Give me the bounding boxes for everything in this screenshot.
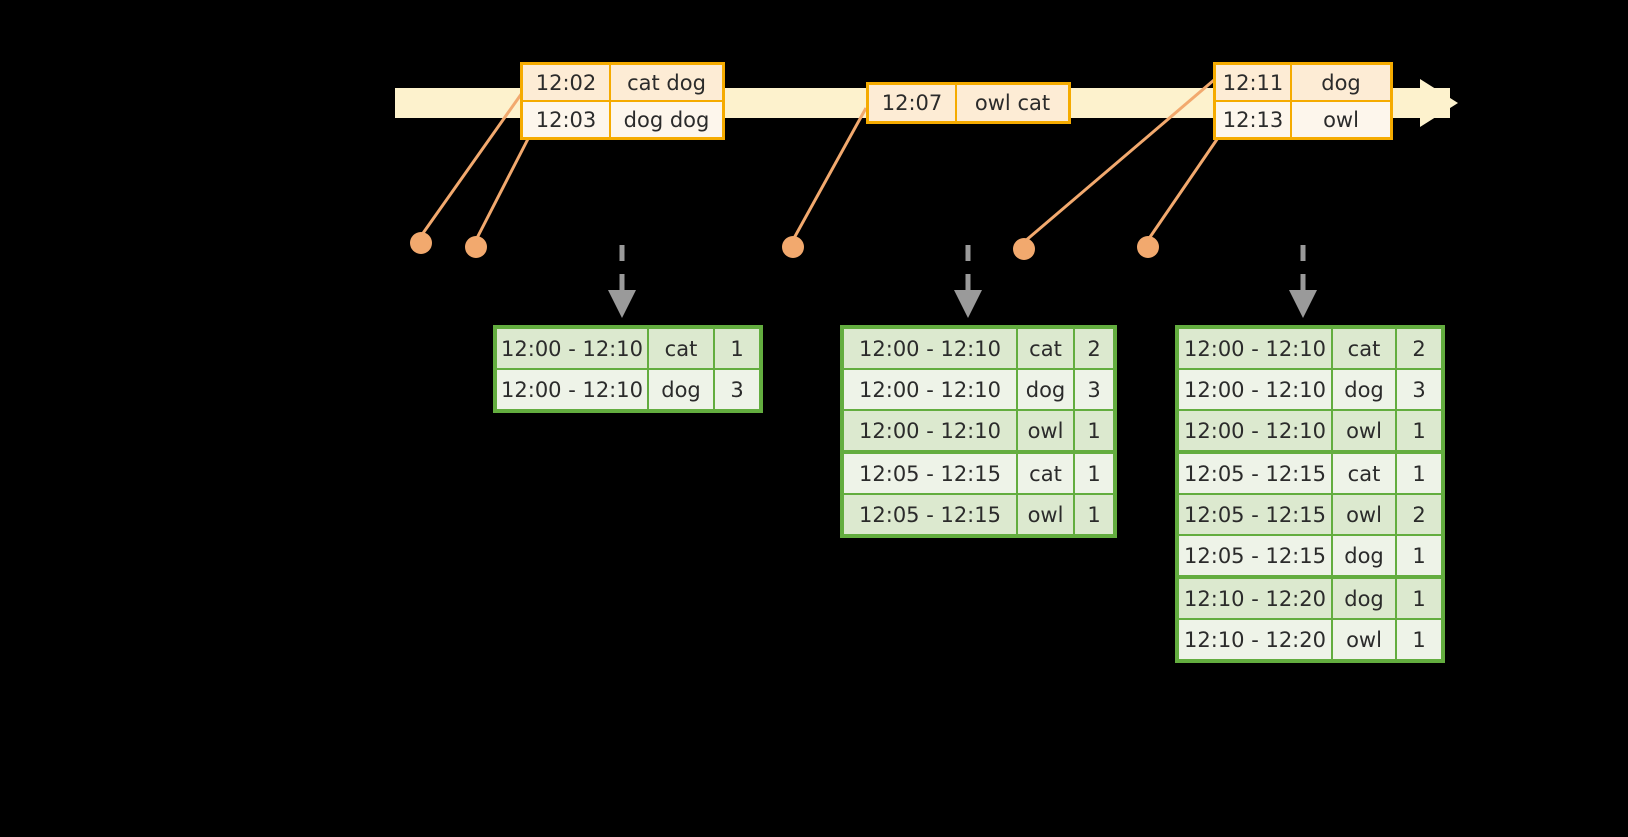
event-time: 12:13 bbox=[1216, 102, 1292, 137]
count-cell: 1 bbox=[1397, 536, 1441, 575]
window-cell: 12:00 - 12:10 bbox=[497, 329, 647, 368]
event-dot-4 bbox=[1013, 238, 1035, 260]
event-time: 12:03 bbox=[523, 102, 611, 137]
window-cell: 12:05 - 12:15 bbox=[844, 495, 1016, 534]
key-cell: dog bbox=[1333, 370, 1395, 409]
event-row: 12:13 owl bbox=[1216, 100, 1390, 137]
event-value: dog dog bbox=[623, 107, 710, 132]
event-group-3: 12:11 dog 12:13 owl bbox=[1213, 62, 1393, 140]
window-cell: 12:00 - 12:10 bbox=[1179, 411, 1331, 450]
event-group-1: 12:02 cat dog 12:03 dog dog bbox=[520, 62, 725, 140]
key-cell: cat bbox=[1333, 329, 1395, 368]
count-cell: 1 bbox=[1075, 411, 1113, 450]
count-cell: 1 bbox=[1397, 620, 1441, 659]
window-cell: 12:00 - 12:10 bbox=[1179, 370, 1331, 409]
window-cell: 12:05 - 12:15 bbox=[1179, 454, 1331, 493]
count-cell: 2 bbox=[1397, 329, 1441, 368]
count-cell: 1 bbox=[715, 329, 759, 368]
window-cell: 12:00 - 12:10 bbox=[844, 370, 1016, 409]
count-cell: 2 bbox=[1075, 329, 1113, 368]
key-cell: owl bbox=[1018, 495, 1073, 534]
key-cell: owl bbox=[1333, 620, 1395, 659]
event-dot-5 bbox=[1137, 236, 1159, 258]
key-cell: dog bbox=[1333, 536, 1395, 575]
event-time: 12:07 bbox=[869, 85, 957, 121]
key-cell: cat bbox=[1333, 454, 1395, 493]
key-cell: dog bbox=[1018, 370, 1073, 409]
window-cell: 12:05 - 12:15 bbox=[844, 454, 1016, 493]
key-cell: cat bbox=[649, 329, 713, 368]
window-cell: 12:05 - 12:15 bbox=[1179, 495, 1331, 534]
event-value: dog bbox=[1321, 70, 1361, 95]
window-cell: 12:05 - 12:15 bbox=[1179, 536, 1331, 575]
event-dot-1 bbox=[410, 232, 432, 254]
count-cell: 1 bbox=[1075, 454, 1113, 493]
event-value: owl cat bbox=[974, 91, 1051, 115]
key-cell: owl bbox=[1018, 411, 1073, 450]
event-value: owl bbox=[1323, 107, 1359, 132]
key-cell: dog bbox=[649, 370, 713, 409]
count-cell: 1 bbox=[1075, 495, 1113, 534]
window-cell: 12:00 - 12:10 bbox=[844, 329, 1016, 368]
event-row: 12:03 dog dog bbox=[523, 100, 722, 137]
event-dot-3 bbox=[782, 236, 804, 258]
count-cell: 1 bbox=[1397, 579, 1441, 618]
count-cell: 1 bbox=[1397, 411, 1441, 450]
window-cell: 12:00 - 12:10 bbox=[497, 370, 647, 409]
event-value: cat dog bbox=[627, 70, 706, 95]
timeline-arrowhead bbox=[1420, 79, 1458, 127]
count-cell: 3 bbox=[715, 370, 759, 409]
event-row: 12:11 dog bbox=[1216, 65, 1390, 100]
key-cell: owl bbox=[1333, 495, 1395, 534]
event-time: 12:11 bbox=[1216, 65, 1292, 100]
event-row: 12:02 cat dog bbox=[523, 65, 722, 100]
count-cell: 2 bbox=[1397, 495, 1441, 534]
window-cell: 12:00 - 12:10 bbox=[844, 411, 1016, 450]
key-cell: owl bbox=[1333, 411, 1395, 450]
count-cell: 3 bbox=[1075, 370, 1113, 409]
count-cell: 1 bbox=[1397, 454, 1441, 493]
event-dot-2 bbox=[465, 236, 487, 258]
key-cell: dog bbox=[1333, 579, 1395, 618]
event-group-2: 12:07 owl cat bbox=[866, 82, 1071, 124]
event-row: 12:07 owl cat bbox=[869, 85, 1068, 121]
key-cell: cat bbox=[1018, 454, 1073, 493]
key-cell: cat bbox=[1018, 329, 1073, 368]
window-cell: 12:00 - 12:10 bbox=[1179, 329, 1331, 368]
window-cell: 12:10 - 12:20 bbox=[1179, 579, 1331, 618]
window-cell: 12:10 - 12:20 bbox=[1179, 620, 1331, 659]
event-time: 12:02 bbox=[523, 65, 611, 100]
count-cell: 3 bbox=[1397, 370, 1441, 409]
